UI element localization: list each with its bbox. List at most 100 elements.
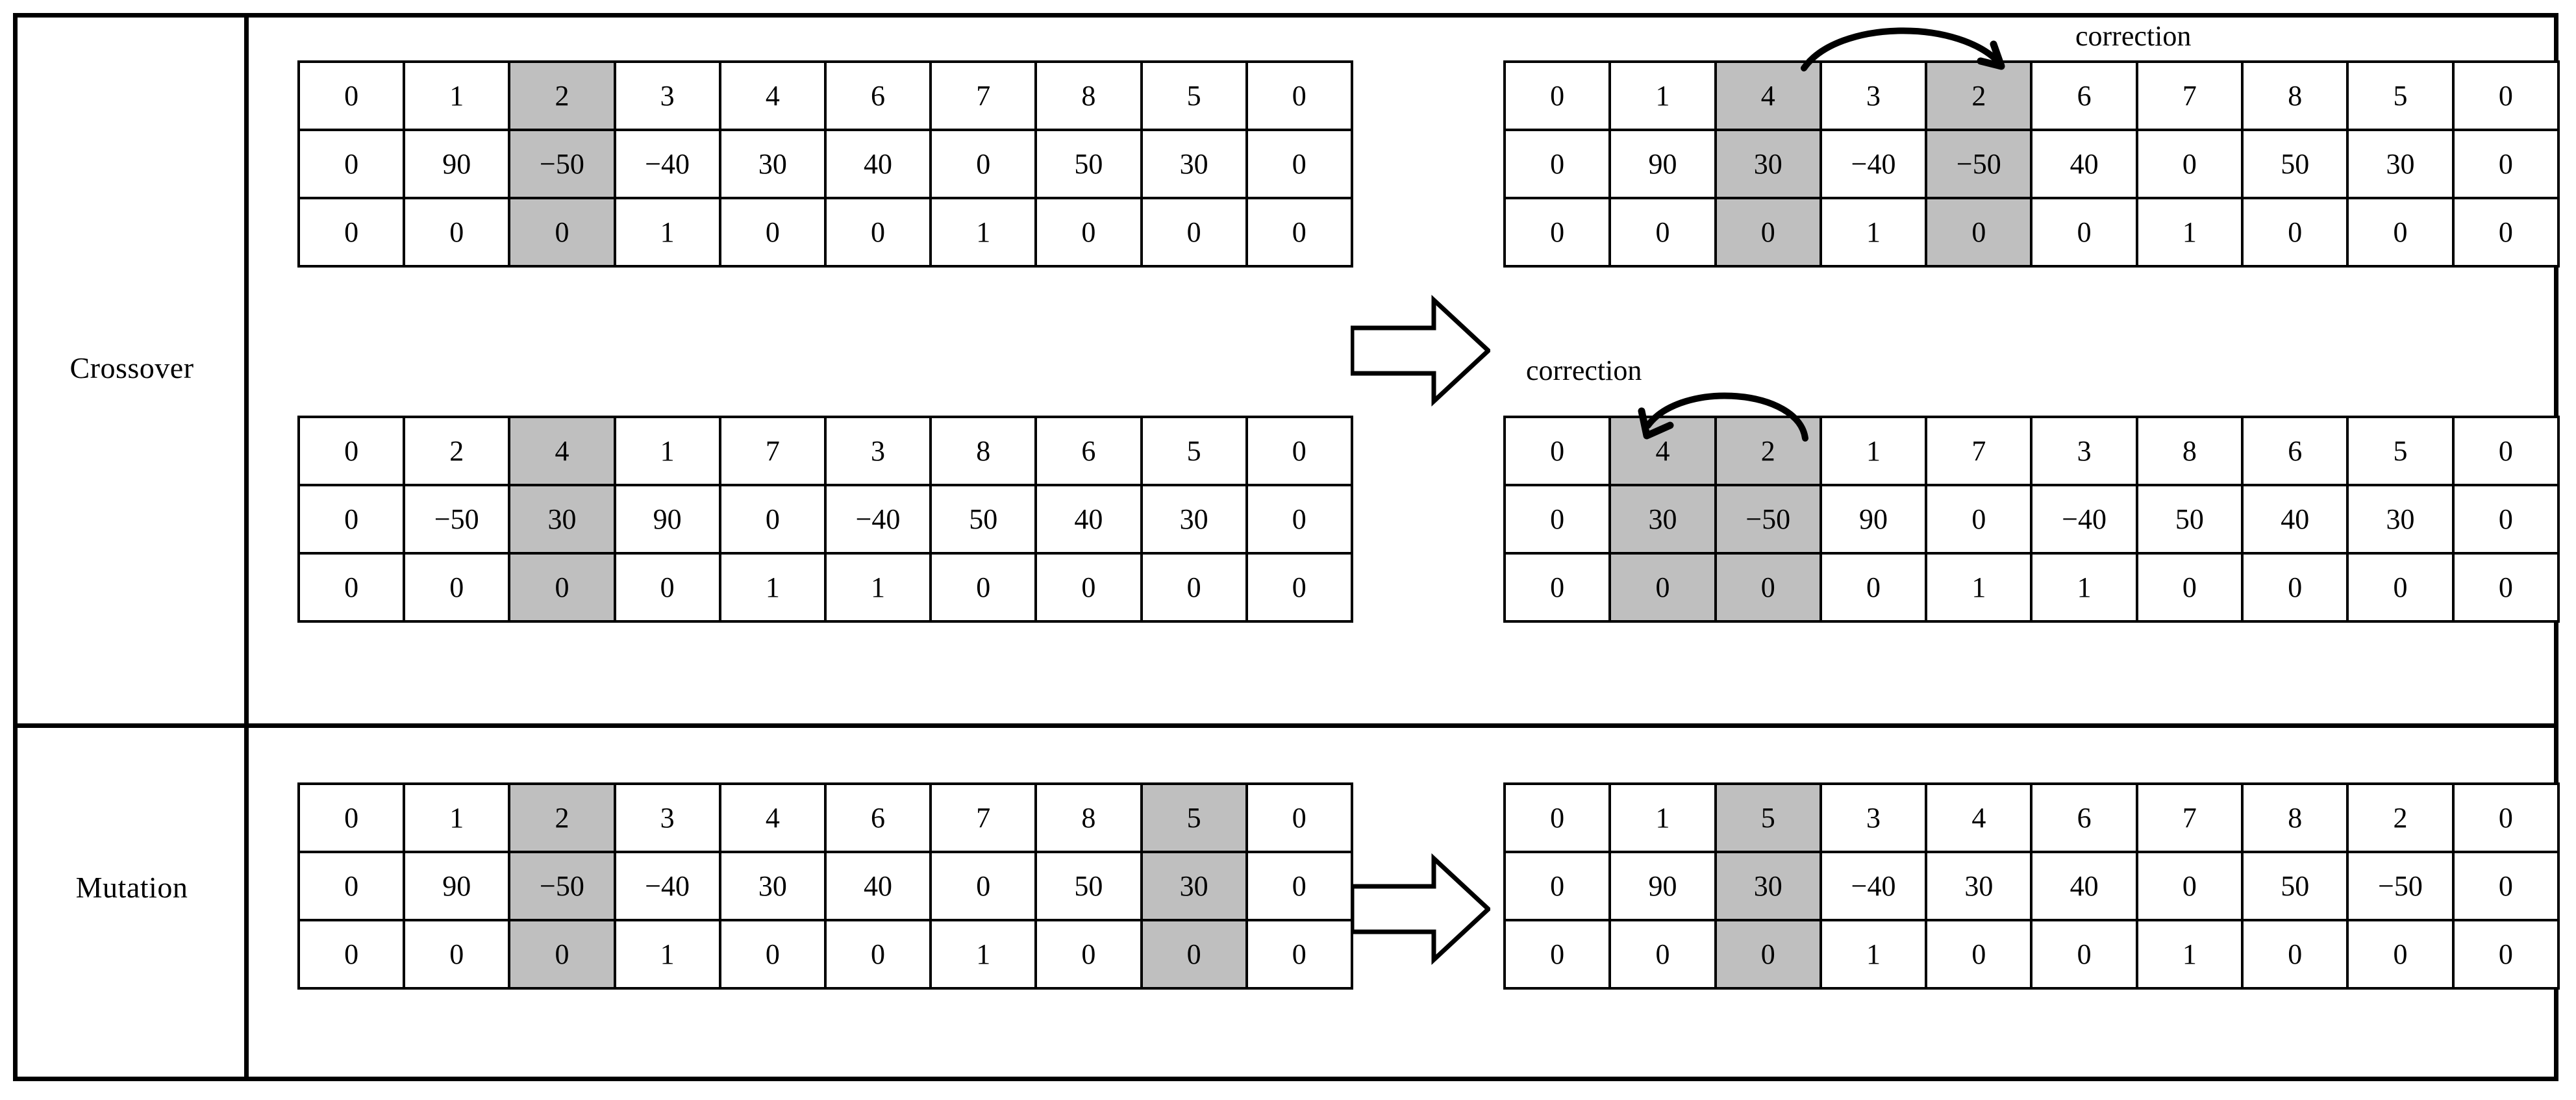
gene-cell: 0 [2451, 484, 2560, 555]
gene-cell: 40 [1034, 484, 1143, 555]
gene-cell: 6 [1034, 416, 1143, 486]
gene-cell: −40 [613, 129, 721, 199]
gene-cell: 6 [823, 782, 932, 853]
gene-cell: 40 [823, 851, 932, 921]
gene-cell: 6 [2030, 60, 2138, 131]
gene-cell: 50 [2135, 484, 2244, 555]
gene-cell: 0 [1503, 484, 1612, 555]
gene-cell: 50 [1034, 129, 1143, 199]
gene-cell: 0 [1925, 484, 2033, 555]
curved-correction-arrow-icon [1638, 392, 1808, 442]
gene-cell: 1 [1608, 60, 1717, 131]
gene-cell: 5 [1140, 416, 1248, 486]
gene-cell: 0 [1245, 484, 1353, 555]
gene-cell: 0 [1034, 919, 1143, 990]
block-arrow-right-icon [1351, 294, 1490, 407]
gene-cell: 30 [2346, 129, 2455, 199]
gene-cell: 1 [2135, 919, 2244, 990]
gene-cell: 1 [403, 782, 511, 853]
gene-cell: 0 [403, 919, 511, 990]
gene-cell: 0 [403, 197, 511, 268]
gene-cell: 0 [297, 197, 406, 268]
gene-cell: 90 [403, 851, 511, 921]
gene-cell: −50 [508, 851, 616, 921]
gene-cell: 8 [1034, 782, 1143, 853]
gene-cell: 8 [1034, 60, 1143, 131]
gene-cell: 1 [718, 552, 827, 623]
gene-cell: −50 [403, 484, 511, 555]
gene-cell: −40 [823, 484, 932, 555]
gene-cell: 0 [1503, 416, 1612, 486]
gene-cell: 40 [2030, 851, 2138, 921]
gene-cell: 0 [297, 129, 406, 199]
gene-cell: 5 [1140, 60, 1248, 131]
gene-cell: 2 [508, 782, 616, 853]
gene-cell: 0 [1140, 919, 1248, 990]
gene-cell: 30 [2346, 484, 2455, 555]
gene-cell: 0 [2030, 197, 2138, 268]
gene-cell: 50 [2241, 129, 2349, 199]
section-label-crossover: Crossover [69, 351, 194, 384]
gene-cell: 8 [929, 416, 1038, 486]
gene-cell: 0 [929, 129, 1038, 199]
gene-cell: 0 [2451, 416, 2560, 486]
gene-cell: 50 [2241, 851, 2349, 921]
gene-cell: 0 [1503, 851, 1612, 921]
gene-cell: 0 [718, 919, 827, 990]
gene-cell: 0 [1503, 129, 1612, 199]
gene-cell: 7 [929, 60, 1038, 131]
gene-cell: 3 [2030, 416, 2138, 486]
gene-cell: 0 [929, 851, 1038, 921]
gene-cell: 7 [718, 416, 827, 486]
gene-cell: −40 [1819, 851, 1928, 921]
gene-cell: 0 [2451, 919, 2560, 990]
gene-cell: 90 [403, 129, 511, 199]
gene-cell: 0 [2451, 552, 2560, 623]
gene-cell: 3 [1819, 782, 1928, 853]
gene-cell: 0 [1608, 552, 1717, 623]
gene-cell: 3 [823, 416, 932, 486]
gene-cell: 1 [1608, 782, 1717, 853]
gene-cell: 30 [1925, 851, 2033, 921]
gene-cell: 0 [1714, 552, 1822, 623]
gene-cell: 30 [1140, 129, 1248, 199]
gene-cell: 0 [2030, 919, 2138, 990]
gene-cell: 0 [1245, 129, 1353, 199]
correction-label-bottom: correction [1526, 355, 1642, 386]
gene-cell: 1 [2135, 197, 2244, 268]
gene-cell: −50 [1714, 484, 1822, 555]
gene-cell: 0 [2241, 919, 2349, 990]
gene-cell: 4 [508, 416, 616, 486]
gene-cell: −40 [613, 851, 721, 921]
gene-cell: 30 [1140, 484, 1248, 555]
gene-cell: 0 [823, 919, 932, 990]
gene-cell: 0 [1140, 197, 1248, 268]
gene-cell: 0 [718, 484, 827, 555]
gene-cell: 0 [297, 60, 406, 131]
gene-cell: 0 [297, 919, 406, 990]
gene-cell: 0 [2135, 851, 2244, 921]
gene-cell: 0 [718, 197, 827, 268]
gene-cell: −50 [1925, 129, 2033, 199]
gene-cell: 0 [297, 484, 406, 555]
label-column-divider [244, 13, 249, 1081]
gene-cell: −40 [2030, 484, 2138, 555]
gene-cell: 1 [403, 60, 511, 131]
gene-cell: 1 [823, 552, 932, 623]
gene-cell: −50 [2346, 851, 2455, 921]
gene-cell: 4 [1608, 416, 1717, 486]
gene-cell: 30 [1714, 129, 1822, 199]
gene-cell: 8 [2241, 60, 2349, 131]
gene-cell: 0 [2451, 851, 2560, 921]
